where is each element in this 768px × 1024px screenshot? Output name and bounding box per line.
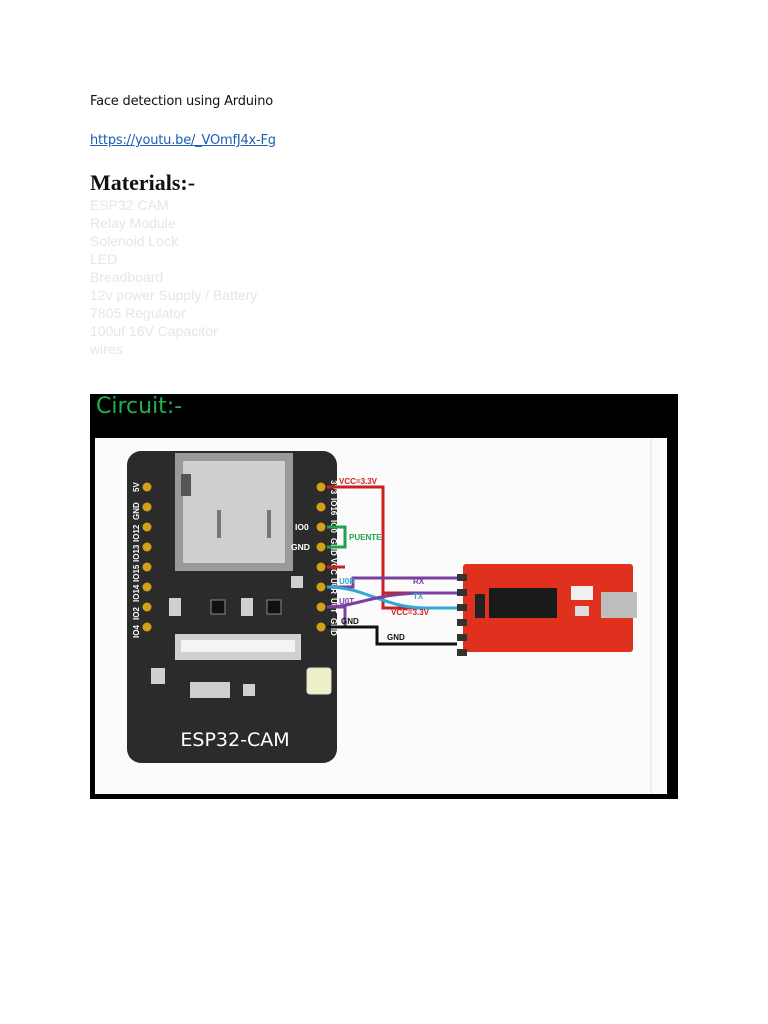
video-link[interactable]: https://youtu.be/_VOmfJ4x-Fg [90,133,276,148]
right-pin-header [316,482,326,632]
board-label: ESP32-CAM [180,729,289,751]
material-item: 100uf 16V Capacitor [90,323,218,339]
tx-label: TX [413,592,424,601]
material-item: Relay Module [90,215,176,231]
materials-heading: Materials:- [90,170,196,195]
materials-list: ESP32 CAM Relay Module Solenoid Lock LED… [90,196,257,358]
gnd-label-left: GND [341,617,359,626]
pin-label: 5V [132,482,141,492]
pin-label: IO15 [132,564,141,582]
ftdi-pin-header [457,574,467,656]
pin-label: IO16 [329,498,338,516]
flash-led [306,667,332,695]
usb-connector [601,592,637,618]
material-item: ESP32 CAM [90,197,169,213]
material-item: 7805 Regulator [90,305,186,321]
gnd-label-right: GND [387,633,405,642]
ftdi-chip [489,588,557,618]
circuit-heading: Circuit:- [96,394,183,419]
io0-label: IO0 [295,522,309,532]
gnd-wire [327,625,457,646]
pin-label: IO4 [132,625,141,638]
material-item: LED [90,251,118,267]
pin-label: IO13 [132,544,141,562]
page-title: Face detection using Arduino [90,94,274,109]
u0r-label: U0R [339,577,355,586]
pin-label: GND [132,502,141,520]
circuit-diagram: 5V GND IO12 IO13 IO15 IO14 IO2 IO4 3V3 I… [95,438,667,794]
circuit-figure: Circuit:- [90,394,678,799]
u0t-label: U0T [339,597,354,606]
material-item: Breadboard [90,269,164,285]
component-array [190,682,230,698]
rx-label: RX [413,577,425,586]
puente-jumper [327,525,347,549]
pin-label: IO12 [132,524,141,542]
rx-wire [327,576,457,589]
material-item: Solenoid Lock [90,233,178,249]
pin-label: IO2 [132,607,141,620]
left-pin-header [142,482,152,632]
vcc-label-top: VCC=3.3V [339,477,378,486]
vcc-label-bottom: VCC=3.3V [391,608,430,617]
material-item: wires [90,341,123,357]
material-item: 12v power Supply / Battery [90,287,258,303]
circuit-svg: 5V GND IO12 IO13 IO15 IO14 IO2 IO4 3V3 I… [127,438,652,794]
puente-label: PUENTE [349,533,382,542]
pin-label: IO14 [132,584,141,602]
gnd-label: GND [291,542,310,552]
